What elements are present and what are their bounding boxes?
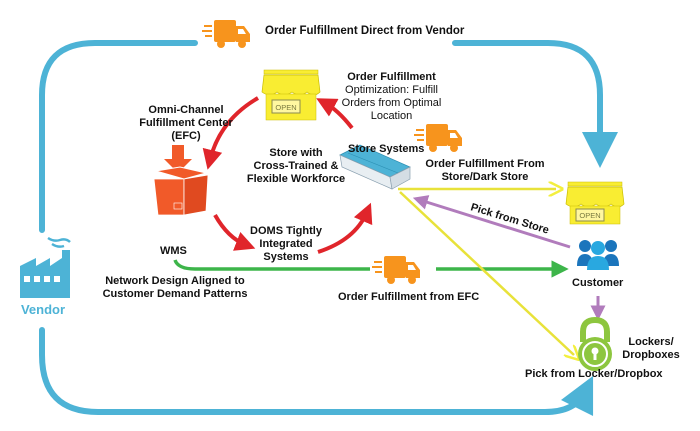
store-systems-label: Store Systems <box>348 143 425 155</box>
red-arrow-systems-to-top-store <box>316 98 354 130</box>
box-icon <box>153 145 209 216</box>
optimization-text: Location <box>370 110 413 122</box>
red-arrow-doms-to-store <box>317 202 373 254</box>
wms-label: WMS <box>160 245 187 257</box>
network-design-label: Network Design Aligned to <box>105 275 245 287</box>
people-icon <box>577 240 619 270</box>
factory-icon <box>20 236 71 298</box>
workforce-label: Store with <box>269 147 323 159</box>
lockers-label: Dropboxes <box>622 349 680 361</box>
lockers-label: Lockers/ <box>628 336 674 348</box>
padlock-icon <box>578 316 612 371</box>
from-store-label: Order Fulfillment From <box>425 158 545 170</box>
green-efc-flow-left <box>173 259 370 271</box>
vendor-locker-flow <box>39 327 594 417</box>
open-sign: OPEN <box>275 103 296 112</box>
vendor-label: Vendor <box>20 302 66 317</box>
open-sign: OPEN <box>579 211 600 220</box>
truck-icon <box>372 256 420 284</box>
vendor-direct-flow-top <box>39 40 198 233</box>
efc-label: (EFC) <box>171 130 201 142</box>
warehouse-icon <box>339 144 411 190</box>
optimization-text: Optimization: Fulfill <box>345 84 438 96</box>
pick-from-locker-label: Pick from Locker/Dropbox <box>525 368 663 380</box>
doms-label: Systems <box>263 251 309 263</box>
yellow-store-to-locker <box>399 191 574 355</box>
truck-icon <box>202 20 250 48</box>
truck-icon <box>414 124 462 152</box>
customer-label: Customer <box>572 277 624 289</box>
direct-from-vendor-label: Order Fulfillment Direct from Vendor <box>265 25 465 37</box>
efc-label: Fulfillment Center <box>139 117 233 129</box>
optimization-title: Order Fulfillment <box>347 71 436 83</box>
red-arrow-store-to-efc <box>202 96 260 170</box>
from-store-label: Store/Dark Store <box>441 171 529 183</box>
from-efc-label: Order Fulfillment from EFC <box>338 291 480 303</box>
vendor-direct-flow-right <box>452 40 618 168</box>
storefront-icon <box>565 181 625 225</box>
doms-label: Integrated <box>259 238 313 250</box>
doms-label: DOMS Tightly <box>250 225 322 237</box>
optimization-text: Orders from Optimal <box>341 97 442 109</box>
network-design-label: Customer Demand Patterns <box>102 288 248 300</box>
storefront-icon <box>261 69 321 121</box>
purple-pick-from-store <box>412 195 571 249</box>
efc-label: Omni-Channel <box>148 104 224 116</box>
workforce-label: Cross-Trained & <box>253 160 339 172</box>
workforce-label: Flexible Workforce <box>246 173 346 185</box>
red-arrow-efc-to-doms <box>213 214 256 251</box>
